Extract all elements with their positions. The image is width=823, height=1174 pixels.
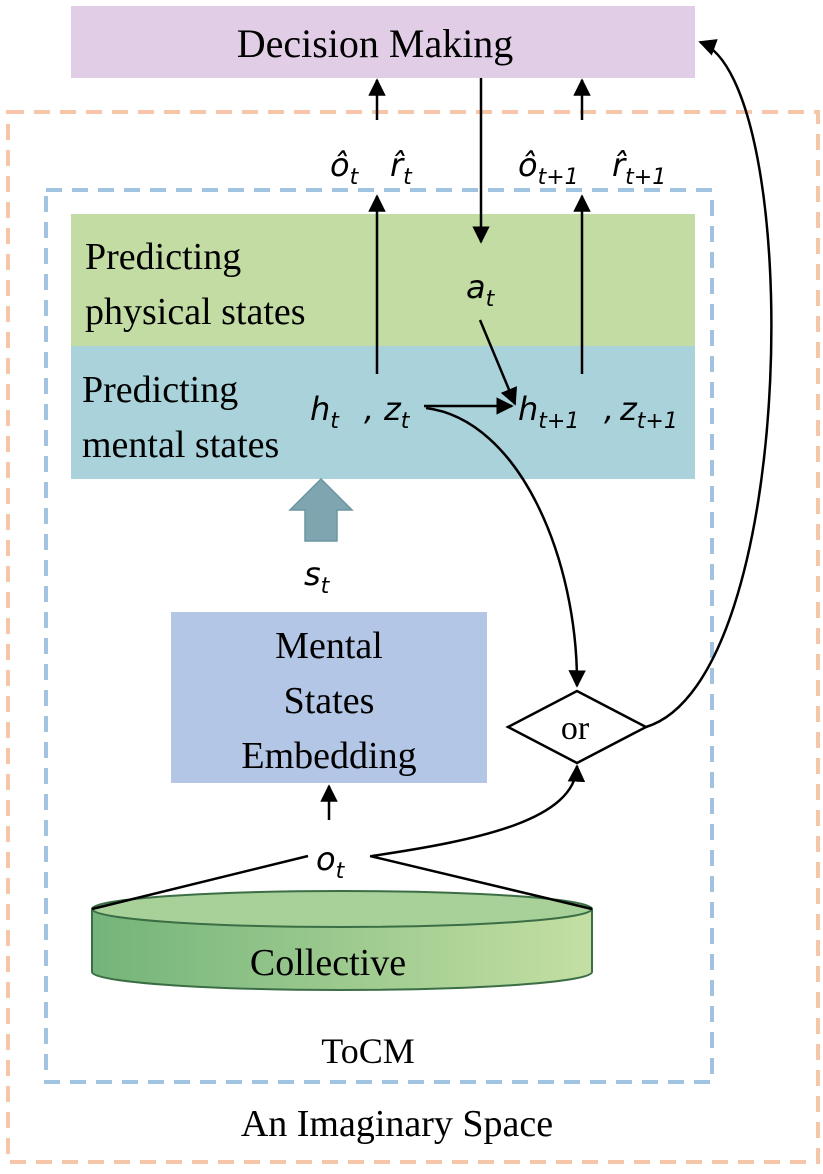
- or-label: or: [561, 710, 590, 747]
- curve-zt-to-or: [425, 406, 586, 688]
- symbol-a-t: at: [466, 268, 496, 312]
- symbol-z-t1: zt+1: [619, 390, 678, 434]
- physical-states-label-line2: physical states: [85, 291, 306, 333]
- cylinder-left-line: [91, 854, 309, 911]
- embedding-label-line3: Embedding: [241, 735, 416, 777]
- mental-states-band: [71, 346, 695, 479]
- symbol-comma-2: ,: [604, 390, 614, 428]
- embedding-label-line2: States: [284, 680, 375, 722]
- state-input-arrow: [288, 477, 354, 542]
- mental-states-label-line2: mental states: [82, 424, 279, 466]
- mental-states-embedding-box: [171, 612, 487, 783]
- arrow-action-to-next-state: [478, 319, 518, 406]
- mental-states-label-line1: Predicting: [82, 369, 238, 411]
- symbol-h-t: ht: [310, 390, 340, 434]
- symbol-z-t: zt: [383, 390, 411, 434]
- symbol-s-t: st: [304, 555, 331, 599]
- imaginary-space-label: An Imaginary Space: [241, 1103, 553, 1145]
- symbol-o-hat-t1: ôt+1: [518, 146, 579, 190]
- physical-states-band: [71, 214, 695, 346]
- decision-making-box: [71, 6, 695, 78]
- curve-or-to-decision: [645, 39, 773, 729]
- imaginary-space-frame: [6, 110, 820, 1164]
- physical-states-label-line1: Predicting: [85, 236, 241, 278]
- symbol-o-t: ot: [316, 840, 346, 884]
- symbol-o-hat-t: ôt: [330, 146, 360, 190]
- symbol-comma: ,: [364, 390, 374, 428]
- symbol-h-t1: ht+1: [518, 390, 579, 434]
- decision-making-label: Decision Making: [237, 21, 514, 66]
- symbol-r-hat-t1: r̂t+1: [612, 146, 666, 190]
- curve-ot-to-or: [371, 764, 586, 858]
- embedding-label-line1: Mental: [275, 625, 383, 667]
- collective-label: Collective: [250, 942, 406, 984]
- tocm-label: ToCM: [321, 1031, 415, 1071]
- symbol-r-hat-t: r̂t: [390, 146, 413, 190]
- cylinder-right-line: [369, 854, 593, 911]
